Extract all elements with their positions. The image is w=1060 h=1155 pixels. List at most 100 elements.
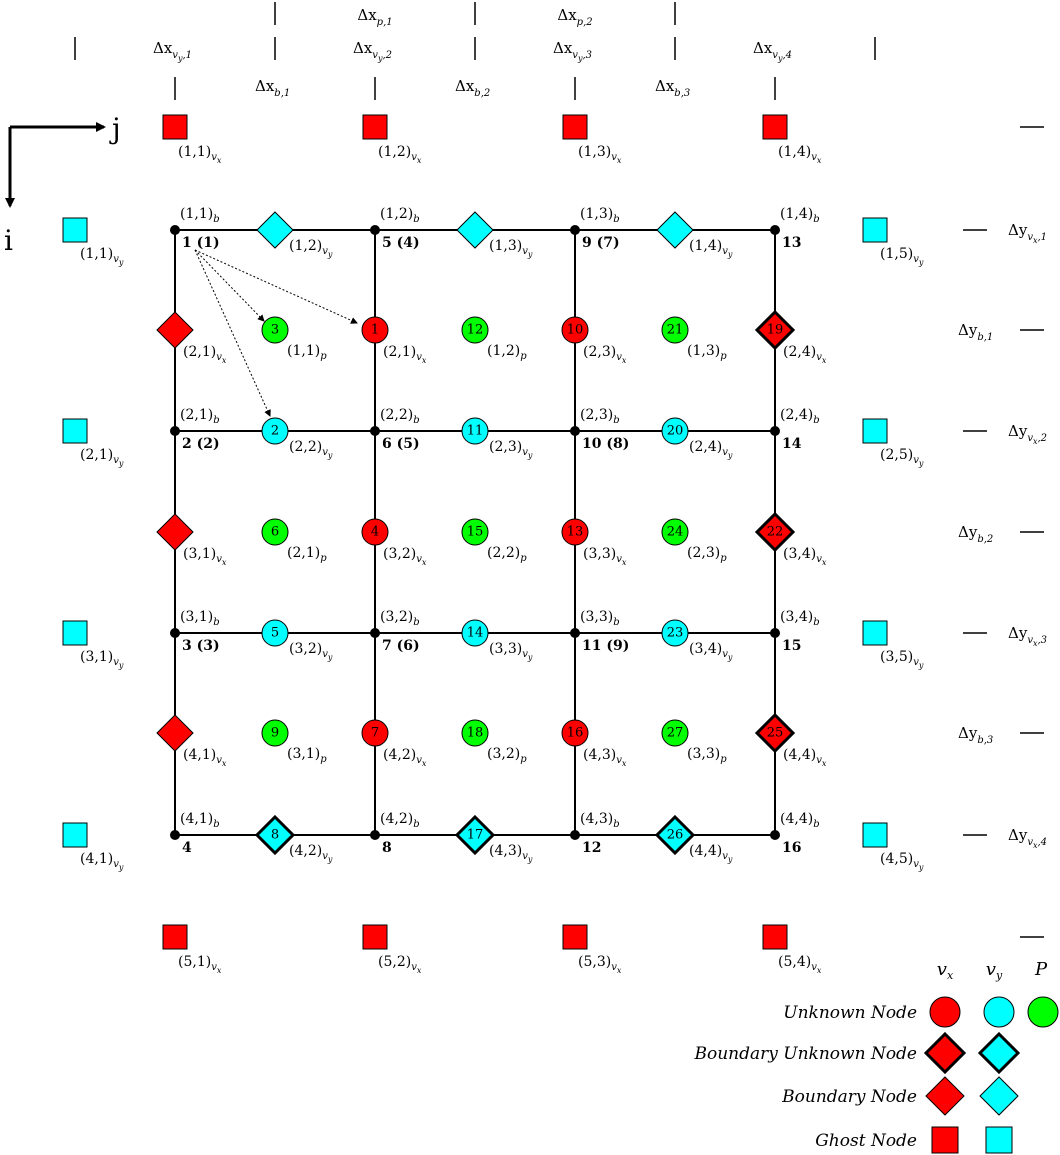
vy-unknown-node (661, 417, 689, 445)
legend-label: Unknown Node (783, 1003, 917, 1023)
grid-node-number: 2 (2) (182, 436, 220, 452)
vx-unknown-node (561, 719, 589, 747)
vy-node-label: (4,3)vy (489, 843, 533, 864)
p-unknown-node (461, 316, 489, 344)
vx-unknown-node (561, 518, 589, 546)
ghost-vy-label: (1,1)vy (80, 246, 124, 267)
vy-node-number: 5 (271, 626, 279, 641)
grid-node-number: 6 (5) (382, 436, 420, 452)
p-node-label: (1,2)p (487, 343, 527, 362)
vx-boundary-node (156, 311, 194, 349)
vx-node-label: (2,1)vx (183, 344, 227, 365)
grid-node (370, 426, 380, 436)
grid-node (170, 426, 180, 436)
dy-b-label: Δyb,3 (958, 724, 993, 746)
p-unknown-node (261, 518, 289, 546)
grid-node-index: (3,2)b (380, 609, 420, 628)
p-unknown-node (661, 316, 689, 344)
grid-node-number: 10 (8) (582, 436, 629, 452)
legend-header: P (1034, 959, 1048, 980)
dy-vx-label: Δyvx,1 (1008, 221, 1047, 245)
p-node-label: (3,1)p (287, 746, 327, 765)
grid-node-number: 16 (782, 840, 801, 856)
vx-node-label: (2,1)vx (383, 344, 427, 365)
ghost-vy-label: (3,5)vy (880, 649, 924, 670)
grid-node-index: (2,2)b (380, 407, 420, 426)
vy-unknown-node (461, 417, 489, 445)
legend-header: vx (937, 959, 954, 982)
p-unknown-node (261, 316, 289, 344)
grid-node-index: (1,3)b (580, 206, 620, 225)
ghost-vx-node (362, 114, 388, 140)
p-node-number: 12 (467, 323, 484, 338)
grid-node (370, 628, 380, 638)
grid-node (170, 225, 180, 235)
vx-node-label: (4,1)vx (183, 747, 227, 768)
vx-unknown-node (361, 719, 389, 747)
p-node-number: 24 (667, 525, 684, 540)
ghost-vx-label: (5,1)vx (178, 954, 222, 975)
dx-b-label: Δxb,3 (655, 77, 690, 99)
vy-boundary-unknown-node (654, 814, 696, 856)
dx-vy-label: Δxvy,2 (353, 39, 392, 63)
p-unknown-node (461, 719, 489, 747)
grid-node (770, 830, 780, 840)
grid-node-index: (3,1)b (180, 609, 220, 628)
p-unknown-node (261, 719, 289, 747)
dotted-arrow (194, 249, 358, 324)
ghost-vy-label: (2,5)vy (880, 447, 924, 468)
vy-node-label: (2,3)vy (489, 439, 533, 460)
vy-node-label: (4,2)vy (289, 843, 333, 864)
ghost-vy-node (862, 822, 888, 848)
vx-node-number: 13 (567, 525, 584, 540)
vy-node-label: (1,2)vy (289, 238, 333, 259)
vx-unknown-node (361, 518, 389, 546)
vy-node-label: (1,4)vy (689, 238, 733, 259)
vy-boundary-unknown-node (454, 814, 496, 856)
grid-node (370, 225, 380, 235)
ghost-vx-label: (1,3)vx (578, 144, 622, 165)
dy-vx-label: Δyvx,3 (1008, 624, 1047, 648)
vy-boundary-unknown-node (254, 814, 296, 856)
vy-node-number: 26 (667, 828, 684, 843)
p-node-label: (1,1)p (287, 343, 327, 362)
vy-unknown-node (461, 619, 489, 647)
ghost-vy-label: (2,1)vy (80, 447, 124, 468)
grid-node-index: (4,4)b (780, 811, 820, 830)
vy-node-label: (2,4)vy (689, 439, 733, 460)
p-unknown-node (661, 518, 689, 546)
vy-node-number: 20 (667, 424, 684, 439)
vx-node-number: 10 (567, 323, 584, 338)
grid-node-number: 8 (382, 840, 392, 856)
grid-node-index: (2,3)b (580, 407, 620, 426)
ghost-vx-node (362, 924, 388, 950)
grid-node (570, 426, 580, 436)
axis-indicator: j i (4, 112, 121, 257)
vx-node-number: 4 (371, 525, 379, 540)
grid-node-index: (1,4)b (780, 206, 820, 225)
grid-node-number: 9 (7) (582, 235, 620, 251)
ghost-vy-node (862, 620, 888, 646)
vy-node-number: 23 (667, 626, 684, 641)
p-node-label: (2,2)p (487, 545, 527, 564)
grid-node-number: 11 (9) (582, 638, 629, 654)
p-node-number: 21 (667, 323, 684, 338)
p-unknown-node (461, 518, 489, 546)
p-node-number: 6 (271, 525, 279, 540)
vx-boundary-unknown-node (754, 309, 796, 351)
p-node-label: (3,3)p (687, 746, 727, 765)
dotted-arrow (194, 249, 271, 417)
grid-node-index: (2,1)b (180, 407, 220, 426)
grid-node-number: 7 (6) (382, 638, 420, 654)
grid-node-number: 5 (4) (382, 235, 420, 251)
grid-node (770, 225, 780, 235)
legend-ghost-symbol (931, 1126, 959, 1154)
dy-vx-label: Δyvx,4 (1008, 826, 1047, 850)
dotted-arrow (194, 249, 265, 322)
p-node-number: 27 (667, 726, 684, 741)
vx-boundary-node (156, 714, 194, 752)
legend-boundary-symbol (925, 1076, 965, 1116)
ghost-vx-label: (1,4)vx (778, 144, 822, 165)
vx-boundary-unknown-node (754, 511, 796, 553)
ghost-vx-label: (1,2)vx (378, 144, 422, 165)
